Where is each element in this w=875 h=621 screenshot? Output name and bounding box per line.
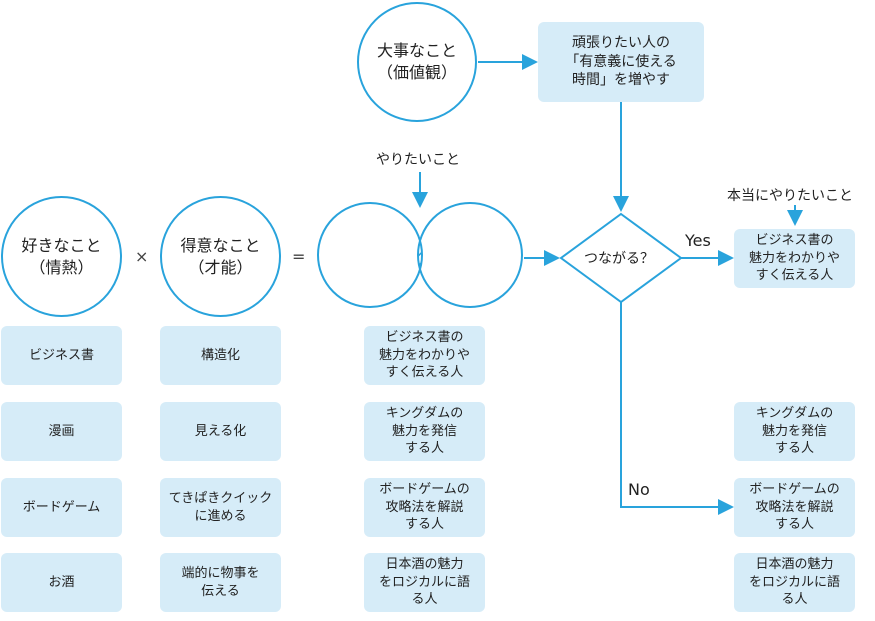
times-operator: × — [135, 247, 149, 266]
no-label: No — [628, 480, 650, 499]
yes-result-box: ビジネス書の 魅力をわかりや すく伝える人 — [734, 229, 855, 288]
likes-item: お酒 — [1, 553, 122, 612]
likes-circle: 好きなこと （情熱） — [1, 196, 122, 317]
talents-circle: 得意なこと （才能） — [160, 196, 281, 317]
wants-item: 日本酒の魅力 をロジカルに語 る人 — [364, 553, 485, 612]
talents-item: てきぱきクイック に進める — [160, 478, 281, 537]
wants-item: ビジネス書の 魅力をわかりや すく伝える人 — [364, 326, 485, 385]
talents-item: 端的に物事を 伝える — [160, 553, 281, 612]
likes-item: 漫画 — [1, 402, 122, 461]
no-result-box: ボードゲームの 攻略法を解説 する人 — [734, 478, 855, 537]
no-result-box: 日本酒の魅力 をロジカルに語 る人 — [734, 553, 855, 612]
venn-right-circle — [417, 202, 523, 308]
likes-item: ビジネス書 — [1, 326, 122, 385]
venn-left-circle — [317, 202, 423, 308]
talents-item: 構造化 — [160, 326, 281, 385]
wants-item: ボードゲームの 攻略法を解説 する人 — [364, 478, 485, 537]
goal-box: 頑張りたい人の 「有意義に使える 時間」を増やす — [538, 22, 704, 102]
likes-item: ボードゲーム — [1, 478, 122, 537]
arrow-no — [620, 302, 734, 515]
want-label: やりたいこと — [376, 152, 460, 168]
yes-label: Yes — [685, 231, 711, 250]
wants-item: キングダムの 魅力を発信 する人 — [364, 402, 485, 461]
equals-operator: = — [292, 247, 306, 266]
values-circle: 大事なこと （価値観） — [357, 2, 477, 122]
talents-item: 見える化 — [160, 402, 281, 461]
no-result-box: キングダムの 魅力を発信 する人 — [734, 402, 855, 461]
decision-question: つながる？ — [584, 251, 654, 267]
true-want-label: 本当にやりたいこと — [727, 188, 853, 204]
